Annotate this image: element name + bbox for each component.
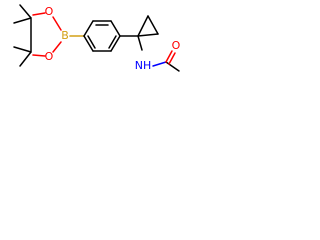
bond-c-n xyxy=(137,35,143,51)
cyclopropane-ring xyxy=(137,15,159,37)
benzene-ring xyxy=(83,20,121,52)
bond-n-c xyxy=(152,61,167,67)
ring-double-2 xyxy=(108,35,117,49)
bond-c-o-double-2 xyxy=(168,52,176,65)
methyl-bottom-left xyxy=(13,46,32,53)
methyl-top-left-2 xyxy=(13,17,32,24)
nitrogen-label: NH xyxy=(135,59,152,72)
methyl-groups xyxy=(13,4,32,67)
dioxaborolane-ring xyxy=(30,12,62,57)
bond-c-o-bottom xyxy=(32,54,46,57)
cp-bond-3 xyxy=(137,33,159,37)
cp-bond-1 xyxy=(137,15,149,37)
oxygen-carbonyl-label: O xyxy=(172,39,181,52)
methyl-bottom-left-2 xyxy=(19,51,32,67)
methyl-top-left xyxy=(19,4,32,19)
acetamide-group xyxy=(152,50,180,72)
oxygen-bottom-label: O xyxy=(45,50,54,63)
bond-c-o-double-1 xyxy=(165,50,173,63)
cp-bond-2 xyxy=(147,15,159,35)
ring-bond-1 xyxy=(83,20,94,37)
bond-c-o-top xyxy=(32,12,46,16)
structure-diagram: O B O O NH xyxy=(13,4,181,72)
ring-bond-3 xyxy=(110,20,121,37)
ring-double-3 xyxy=(87,35,96,49)
bond-c-methyl xyxy=(165,61,180,72)
boron-label: B xyxy=(61,29,69,42)
oxygen-top-label: O xyxy=(45,5,54,18)
bond-o-b-bottom xyxy=(52,41,62,53)
ring-bond-4 xyxy=(110,35,121,52)
bond-o-b-top xyxy=(52,16,62,31)
ring-bond-6 xyxy=(83,35,94,52)
